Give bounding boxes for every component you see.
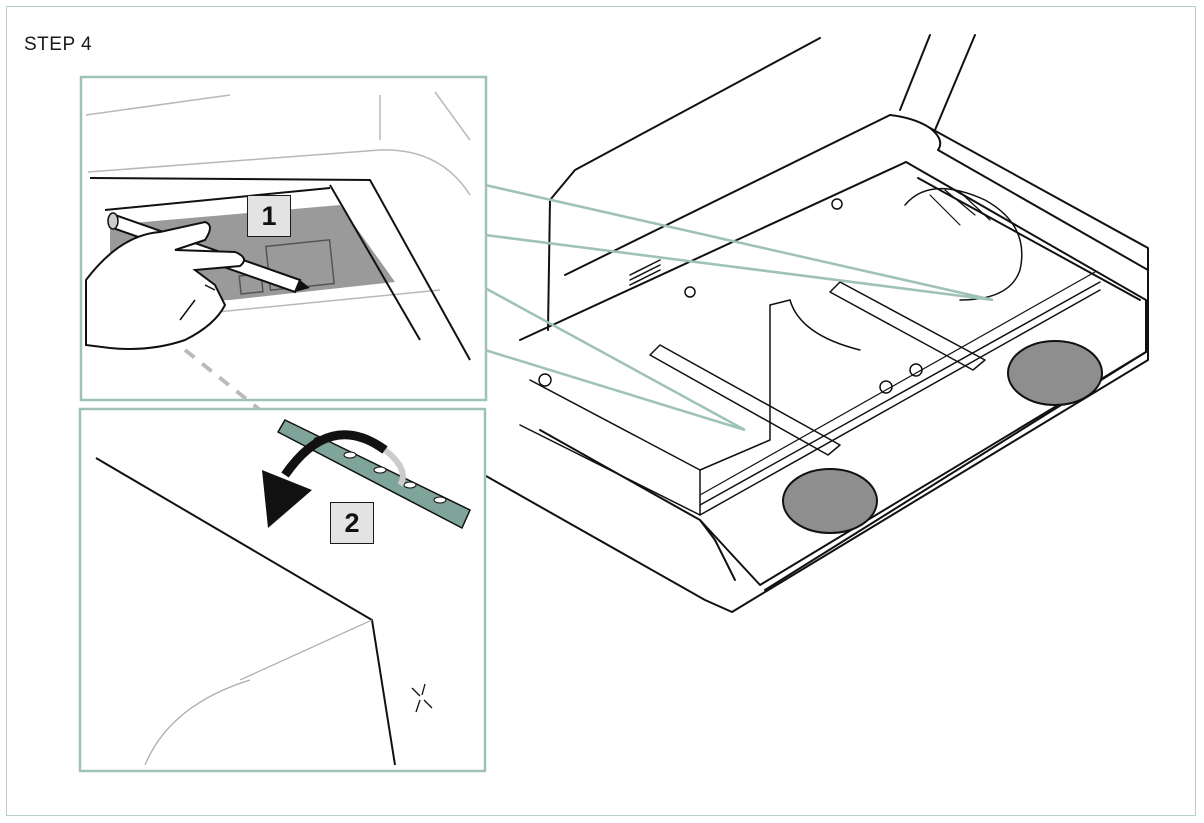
callout-number-1: 1: [247, 195, 291, 237]
rail-left: [649, 344, 841, 456]
zoom-beams: [484, 183, 994, 432]
blower-motor: [904, 188, 1023, 301]
crosshair-mark: [411, 683, 433, 713]
inset-mounting-bracket: [78, 407, 487, 773]
callout-number-2: 2: [330, 502, 374, 544]
light-right: [1007, 340, 1103, 406]
rail-right: [829, 281, 986, 371]
chimney-cover: [549, 37, 821, 201]
curved-arrow-down-left-icon: [262, 430, 406, 528]
light-left: [782, 468, 878, 534]
range-hood-main: [485, 34, 1149, 613]
hood-outer-shell: [485, 114, 1149, 613]
filter-housing: [699, 304, 771, 516]
hood-inner-rim: [539, 161, 1147, 586]
inset-marking-holes: [79, 75, 488, 412]
hood-lights: [782, 340, 1103, 534]
step-title: STEP 4: [24, 34, 93, 55]
hand-icon: [85, 220, 245, 350]
